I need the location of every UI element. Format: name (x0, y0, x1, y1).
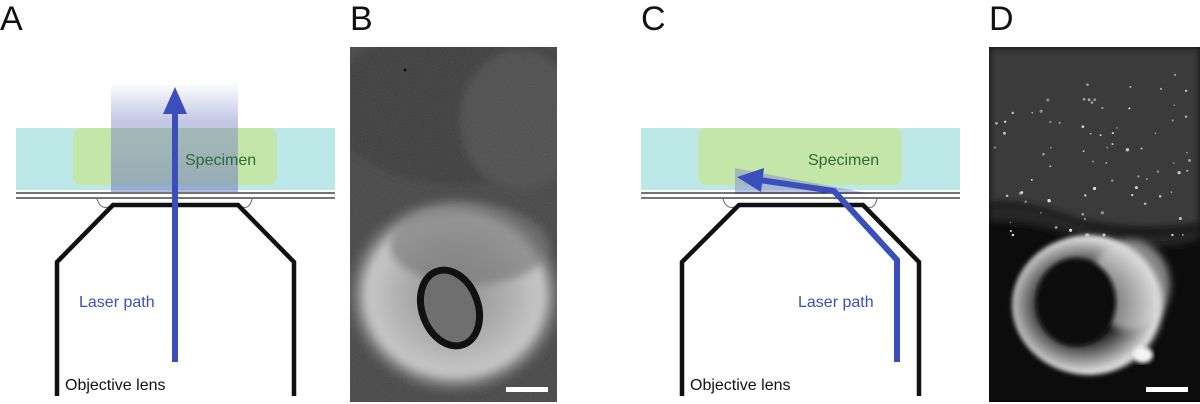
fluorescent-punctum (1101, 107, 1103, 109)
fluorescent-punctum (1131, 194, 1133, 196)
laser-path-label-a: Laser path (79, 294, 155, 311)
fluorescent-punctum (1126, 148, 1129, 151)
fluorescent-punctum (1111, 179, 1114, 182)
fluorescent-punctum (1171, 234, 1173, 236)
eye-pupil-d (1036, 258, 1116, 346)
fluorescent-punctum (1129, 86, 1131, 88)
fluorescent-punctum (1182, 234, 1184, 236)
fluorescent-punctum (1069, 229, 1072, 232)
fluorescent-punctum (1179, 217, 1182, 220)
fluorescent-punctum (1178, 171, 1181, 174)
fluorescent-punctum (1173, 162, 1175, 164)
fluorescent-punctum (1160, 88, 1162, 90)
fluorescent-punctum (1093, 187, 1096, 190)
panel-a-diagram: Specimen Laser path Objective lens (16, 82, 335, 396)
micrograph-b (330, 25, 590, 402)
fluorescent-punctum (1186, 152, 1188, 154)
fluorescent-punctum (1040, 212, 1042, 214)
specimen-label-a: Specimen (185, 152, 256, 169)
fluorescent-punctum (1055, 226, 1058, 229)
fluorescent-punctum (1049, 165, 1051, 167)
fluorescent-punctum (1112, 132, 1114, 134)
fluorescent-punctum (1137, 175, 1139, 177)
fluorescent-punctum (1116, 127, 1118, 129)
fluorescent-punctum (1083, 98, 1086, 101)
fluorescent-punctum (1083, 150, 1085, 152)
specimen-label-c: Specimen (808, 152, 879, 169)
fluorescent-punctum (1020, 191, 1023, 194)
fluorescent-punctum (1112, 143, 1114, 145)
fluorescent-punctum (994, 146, 997, 149)
panel-c-diagram: Specimen Laser path Objective lens (641, 128, 960, 396)
fluorescent-punctum (1084, 218, 1086, 220)
fluorescent-punctum (1004, 121, 1006, 123)
fluorescent-punctum (1084, 194, 1086, 196)
objective-lens-label-c: Objective lens (690, 377, 791, 394)
fluorescent-punctum (1059, 122, 1061, 124)
scale-bar-b (506, 387, 548, 392)
fluorescent-punctum (1174, 74, 1176, 76)
fluorescent-punctum (1086, 83, 1089, 86)
fluorescent-punctum (995, 122, 998, 125)
fluorescent-punctum (1006, 195, 1009, 198)
fluorescent-punctum (1040, 110, 1043, 113)
fluorescent-punctum (1047, 199, 1050, 202)
fluorescent-punctum (1173, 104, 1175, 106)
fluorescent-punctum (1010, 222, 1012, 224)
fluorescent-punctum (1185, 115, 1187, 117)
fluorescent-punctum (1106, 147, 1108, 149)
fluorescent-punctum (1188, 159, 1191, 162)
fluorescent-punctum (1042, 153, 1045, 156)
fluorescent-punctum (1031, 112, 1033, 114)
fluorescent-punctum (1082, 125, 1085, 128)
fluorescent-punctum (1172, 119, 1174, 121)
fluorescent-punctum (1186, 170, 1188, 172)
fluorescent-punctum (1082, 213, 1085, 216)
fluorescent-punctum (1003, 132, 1006, 135)
fluorescent-punctum (1157, 170, 1160, 173)
objective-lens-label-a: Objective lens (65, 377, 166, 394)
fluorescent-punctum (1185, 90, 1187, 92)
fluorescent-punctum (1012, 234, 1015, 237)
fluorescent-punctum (1101, 211, 1104, 214)
laser-path-line-c (760, 180, 897, 362)
fluorescent-punctum (1135, 186, 1138, 189)
fluorescent-punctum (1159, 195, 1162, 198)
fluorescent-punctum (1088, 98, 1091, 101)
scale-bar-d (1146, 387, 1188, 392)
fluorescent-punctum (1146, 178, 1148, 180)
fluorescent-punctum (1050, 147, 1052, 149)
fluorescent-punctum (1025, 201, 1027, 203)
micrograph-d (989, 47, 1200, 402)
fluorescent-punctum (1155, 132, 1157, 134)
fluorescent-punctum (1093, 98, 1096, 101)
fluorescent-punctum (1031, 179, 1033, 181)
fluorescent-punctum (1140, 147, 1142, 149)
fluorescent-punctum (1046, 98, 1049, 101)
fluorescent-punctum (1090, 133, 1092, 135)
laser-path-label-c: Laser path (798, 294, 874, 311)
fluorescent-punctum (1091, 101, 1093, 103)
fluorescent-punctum (1105, 162, 1107, 164)
fluorescent-punctum (1010, 230, 1012, 232)
fluorescent-punctum (1171, 191, 1173, 193)
fluorescent-punctum (1092, 161, 1094, 163)
fluorescent-punctum (1049, 121, 1051, 123)
fluorescent-punctum (1100, 134, 1102, 136)
fluorescent-punctum (1011, 112, 1013, 114)
fluorescent-punctum (1128, 107, 1130, 109)
fluorescent-punctum (1144, 202, 1147, 205)
